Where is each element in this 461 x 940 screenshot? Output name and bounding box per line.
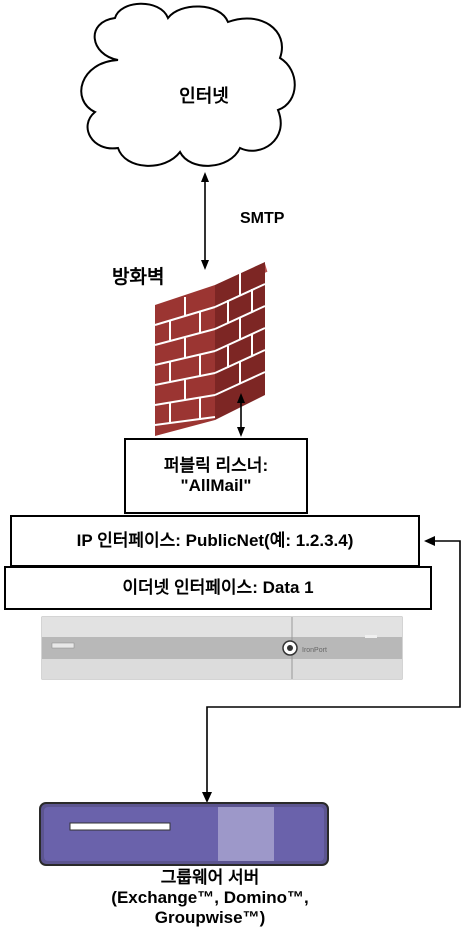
groupware-products-1: (Exchange™, Domino™, bbox=[111, 888, 309, 907]
ip-interface-box: IP 인터페이스: PublicNet(예: 1.2.3.4) bbox=[10, 515, 420, 567]
internet-cloud bbox=[80, 2, 296, 167]
firewall-icon bbox=[154, 261, 269, 436]
groupware-label: 그룹웨어 서버 (Exchange™, Domino™, Groupwise™) bbox=[60, 868, 360, 928]
groupware-products-2: Groupwise™) bbox=[154, 908, 266, 927]
public-listener-box: 퍼블릭 리스너: "AllMail" bbox=[124, 438, 308, 514]
ethernet-interface-box: 이더넷 인터페이스: Data 1 bbox=[4, 566, 432, 610]
groupware-server-icon bbox=[39, 802, 329, 866]
listener-title: 퍼블릭 리스너: bbox=[163, 456, 269, 475]
ip-interface-label: IP 인터페이스: PublicNet(예: 1.2.3.4) bbox=[76, 531, 354, 550]
internet-label: 인터넷 bbox=[179, 86, 229, 106]
ethernet-interface-label: 이더넷 인터페이스: Data 1 bbox=[122, 578, 314, 597]
firewall-listener-arrow bbox=[237, 393, 245, 437]
smtp-arrow bbox=[201, 172, 209, 270]
appliance-brand: IronPort bbox=[302, 647, 327, 654]
smtp-label: SMTP bbox=[240, 210, 285, 227]
groupware-title: 그룹웨어 서버 bbox=[160, 868, 260, 887]
appliance-icon bbox=[41, 616, 403, 680]
firewall-label: 방화벽 bbox=[112, 267, 165, 288]
groupware-connector bbox=[202, 536, 461, 803]
listener-name: "AllMail" bbox=[180, 476, 252, 495]
